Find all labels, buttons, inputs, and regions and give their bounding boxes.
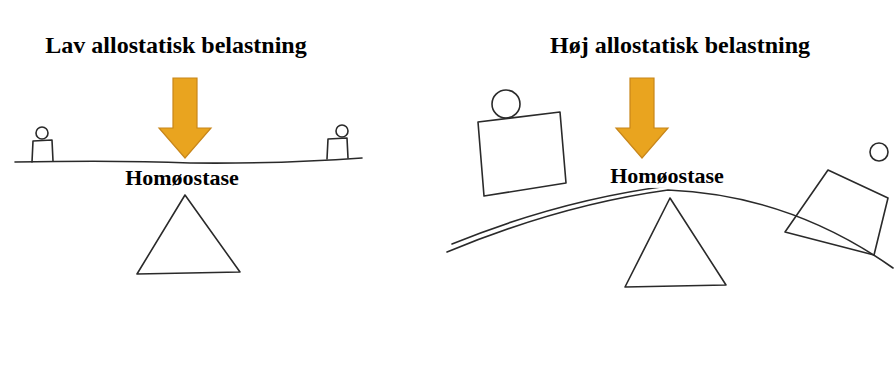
balance-beam <box>15 158 362 163</box>
balance-label: Homøostase <box>607 164 727 188</box>
weight-head <box>870 143 888 161</box>
load-heading: Lav allostatisk belastning <box>45 32 306 58</box>
bent-beam <box>447 190 893 268</box>
fulcrum-triangle <box>625 198 726 287</box>
large-weight <box>478 112 566 196</box>
load-arrow <box>616 78 668 158</box>
weight-head <box>336 125 348 137</box>
load-heading: Høj allostatisk belastning <box>550 32 810 58</box>
fulcrum-triangle <box>137 195 240 274</box>
small-weight <box>327 138 348 159</box>
weight-head <box>36 127 48 139</box>
small-weight <box>32 140 53 162</box>
load-arrow <box>159 78 211 158</box>
balance-label: Homøostase <box>122 166 242 190</box>
large-weight <box>785 170 888 255</box>
weight-head <box>492 90 520 118</box>
